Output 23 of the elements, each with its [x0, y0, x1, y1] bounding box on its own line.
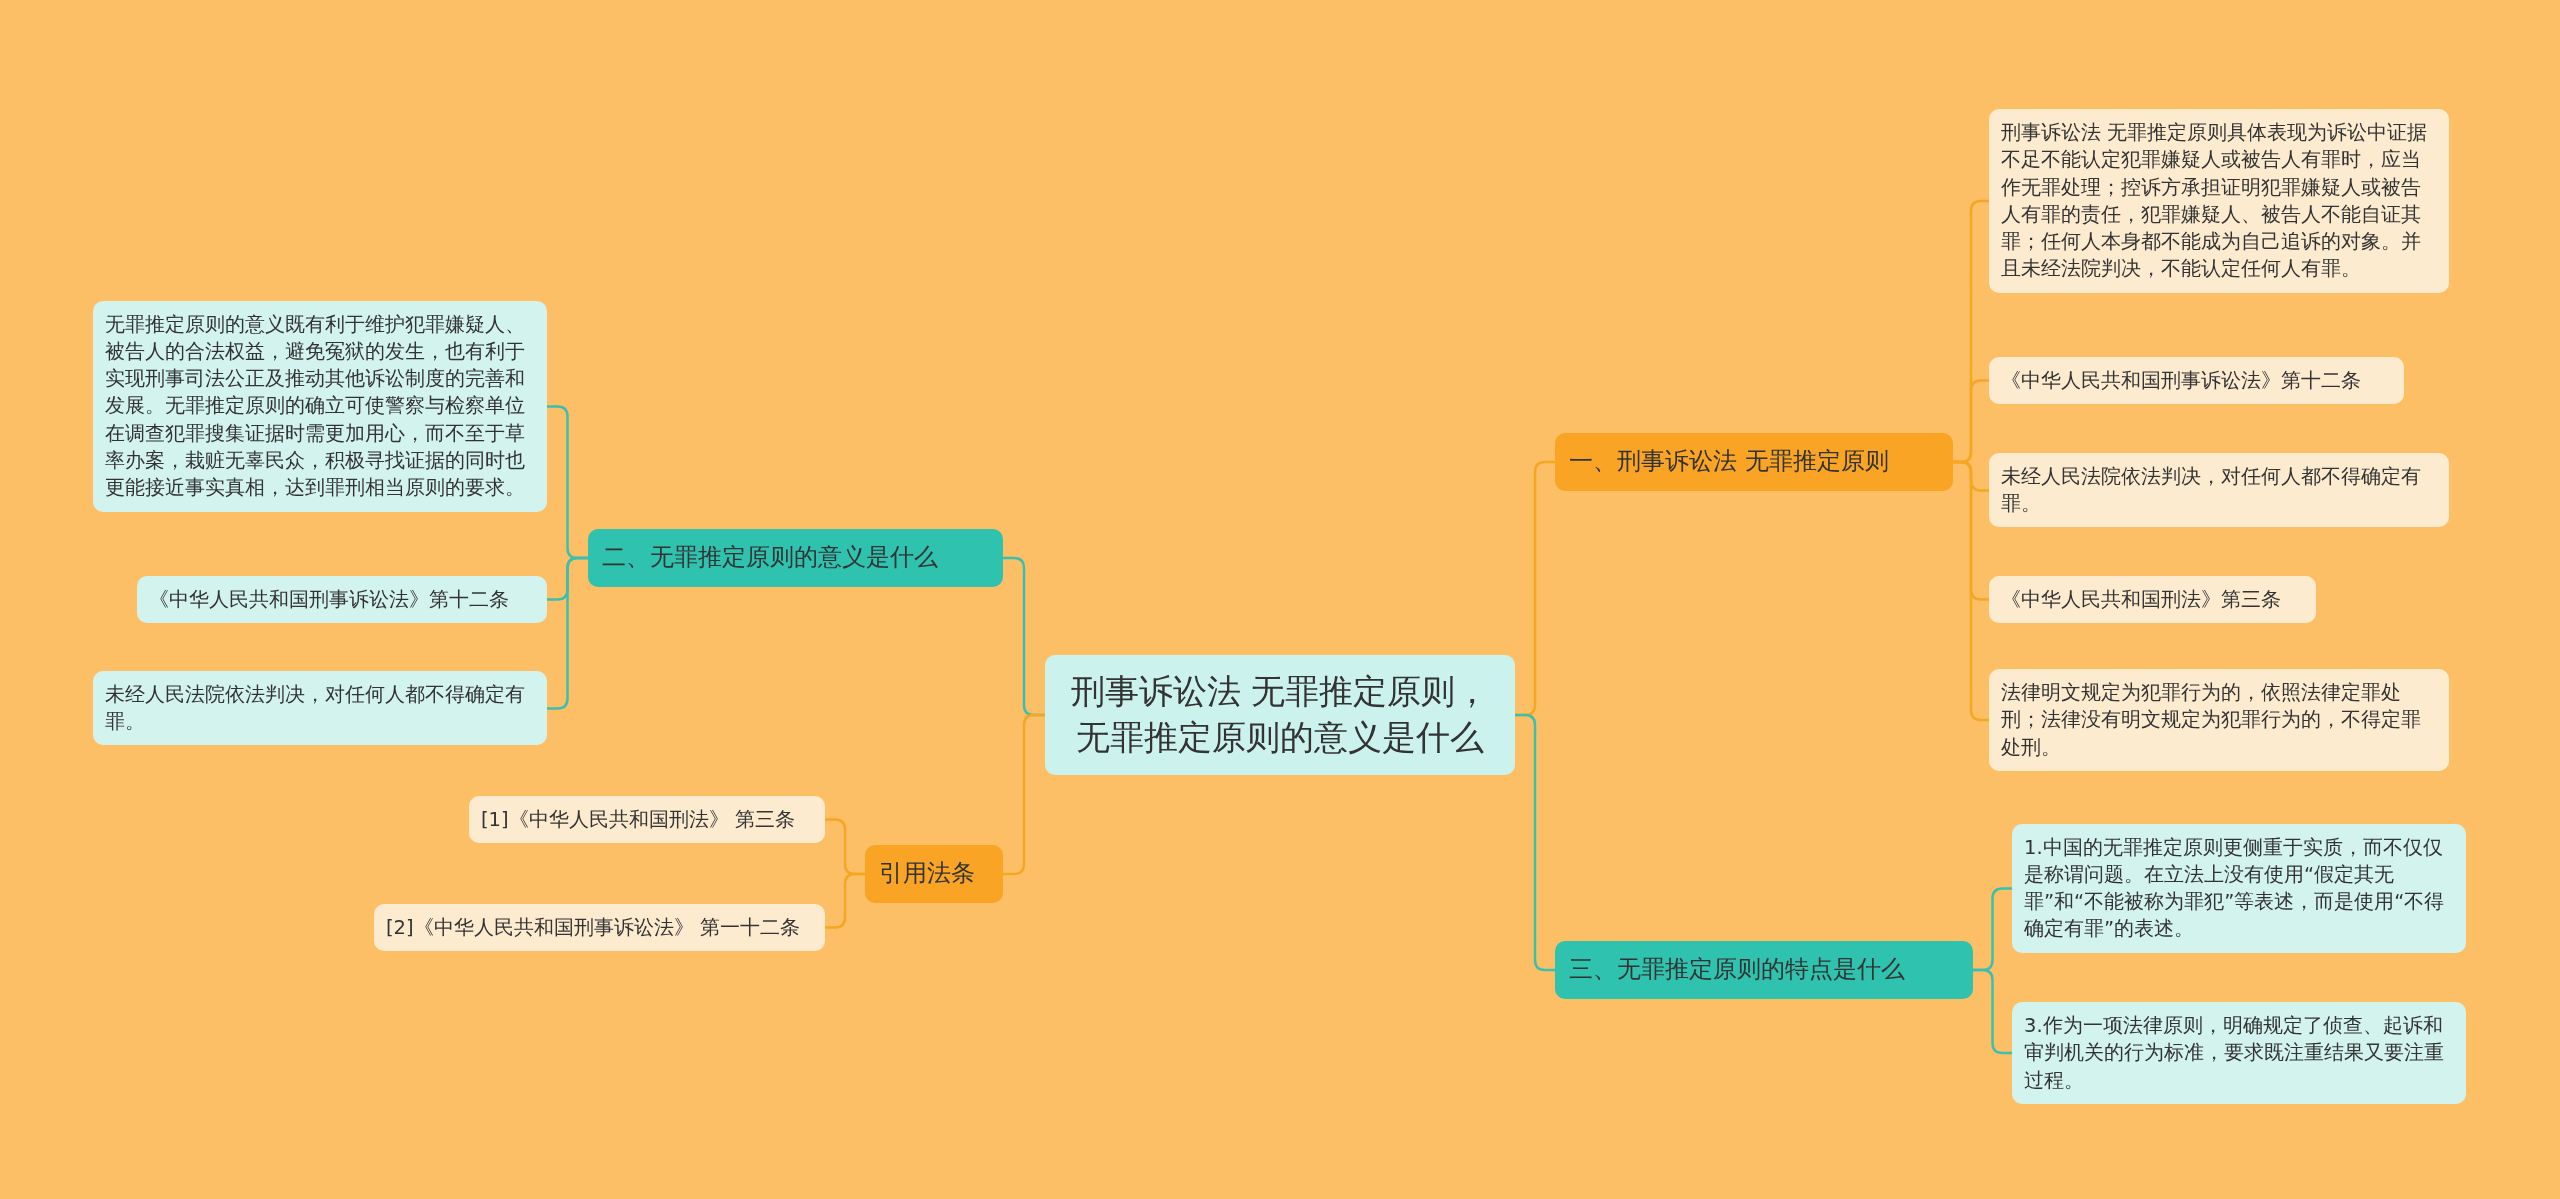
leaf-note: [1]《中华人民共和国刑法》 第三条: [469, 795, 825, 843]
branch-topic: 三、无罪推定原则的特点是什么: [1555, 941, 1973, 999]
leaf-note: 无罪推定原则的意义既有利于维护犯罪嫌疑人、被告人的合法权益，避免冤狱的发生，也有利于实现刑事司法公正及推动其他诉讼制度的完善和发展。无罪推定原则的确立可使警察与检察单位在调查犯罪搜集证据时需更加用心，而不至于草率办案，栽赃无辜民众，积极寻找证据的同时也更能接近事实真相，达到罪刑相当原则的要求。: [93, 300, 547, 512]
leaf-note: 《中华人民共和国刑事诉讼法》第十二条: [1989, 356, 2404, 404]
leaf-note: [2]《中华人民共和国刑事诉讼法》 第一十二条: [374, 903, 825, 951]
connector-line: [547, 556, 588, 710]
leaf-note: 刑事诉讼法 无罪推定原则具体表现为诉讼中证据不足不能认定犯罪嫌疑人或被告人有罪时，应当作无罪处理；控诉方承担证明犯罪嫌疑人或被告人有罪的责任，犯罪嫌疑人、被告人不能自证其罪；任何人本身都不能成为自己追诉的对象。并且未经法院判决，不能认定任何人有罪。: [1989, 109, 2449, 293]
branch-topic: 引用法条: [865, 845, 1003, 903]
leaf-note: 未经人民法院依法判决，对任何人都不得确定有罪。: [1989, 452, 2449, 528]
leaf-note: 《中华人民共和国刑法》第三条: [1989, 575, 2316, 623]
connector-line: [1515, 713, 1555, 972]
connector-line: [825, 872, 865, 929]
leaf-note: 未经人民法院依法判决，对任何人都不得确定有罪。: [93, 670, 547, 746]
connector-line: [1003, 713, 1045, 876]
leaf-note: 1.中国的无罪推定原则更侧重于实质，而不仅仅是称谓问题。在立法上没有使用“假定其无罪”和“不能被称为罪犯”等表述，而是使用“不得确定有罪”的表述。: [2012, 823, 2466, 953]
leaf-note: 3.作为一项法律原则，明确规定了侦查、起诉和审判机关的行为标准，要求既注重结果又要注重过程。: [2012, 1002, 2466, 1104]
leaf-note: 《中华人民共和国刑事诉讼法》第十二条: [137, 575, 547, 623]
connector-line: [1973, 968, 2012, 1055]
central-topic: 刑事诉讼法 无罪推定原则，无罪推定原则的意义是什么: [1045, 655, 1515, 775]
leaf-note: 法律明文规定为犯罪行为的，依照法律定罪处刑；法律没有明文规定为犯罪行为的，不得定罪处刑。: [1989, 669, 2449, 771]
connector-line: [1953, 460, 1989, 722]
branch-topic: 二、无罪推定原则的意义是什么: [588, 529, 1003, 587]
branch-topic: 一、刑事诉讼法 无罪推定原则: [1555, 433, 1953, 491]
